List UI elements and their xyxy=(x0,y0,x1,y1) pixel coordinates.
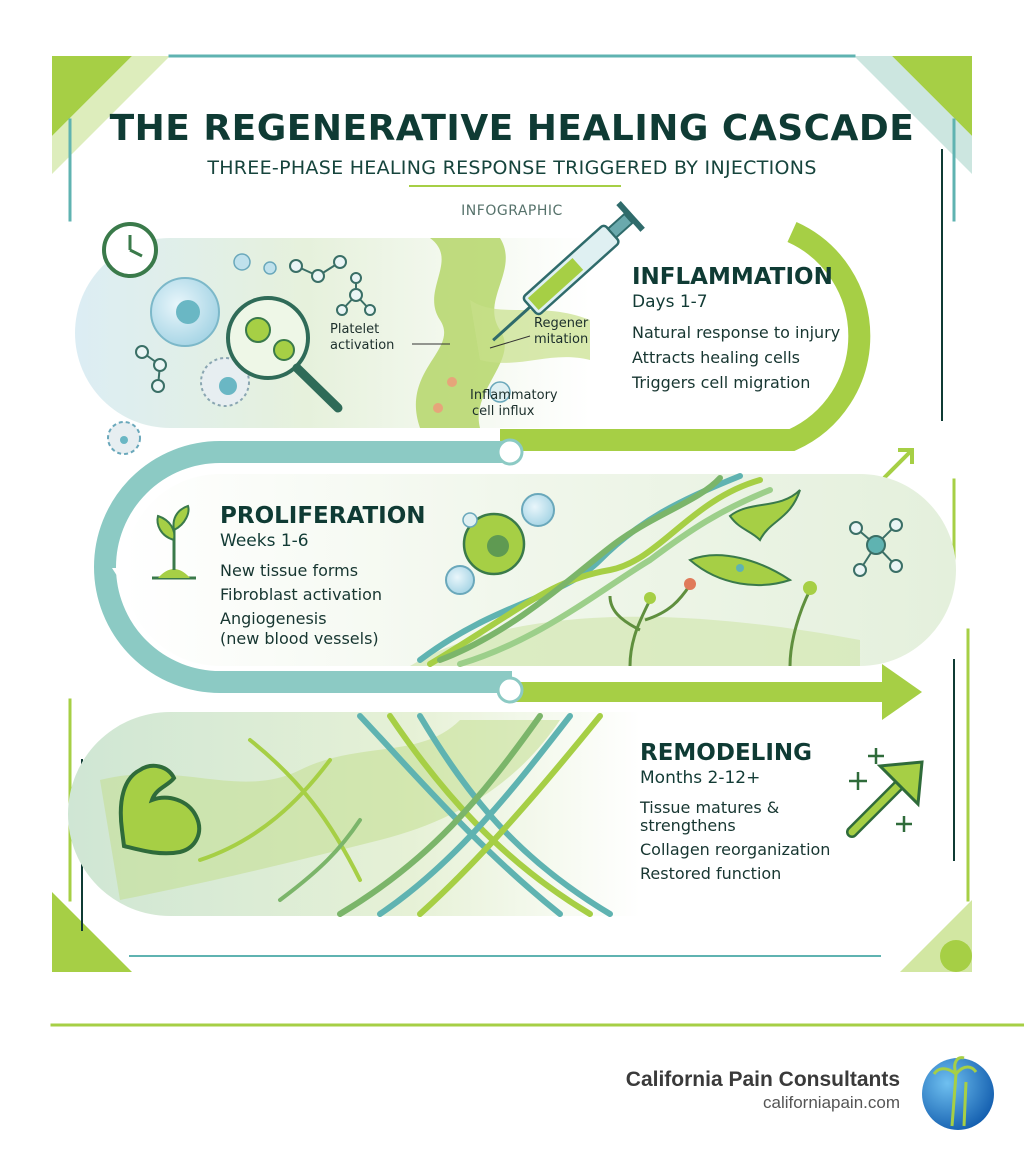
label-line: activation xyxy=(330,338,395,353)
clock-icon xyxy=(102,222,158,278)
list-item: New tissue forms xyxy=(220,561,359,580)
phase-title: REMODELING xyxy=(640,740,813,766)
phase-title: PROLIFERATION xyxy=(220,503,426,529)
list-item: Restored function xyxy=(640,864,782,883)
phase-details: Natural response to injury Attracts heal… xyxy=(632,320,840,395)
label-line: mitation xyxy=(534,332,589,347)
phase-timeframe: Weeks 1-6 xyxy=(220,531,309,551)
page-title: THE REGENERATIVE HEALING CASCADE xyxy=(109,108,915,149)
phase-timeframe: Days 1-7 xyxy=(632,292,708,312)
brand-url-link[interactable]: californiapain.com xyxy=(762,1093,900,1112)
phase-remodeling: REMODELING Months 2-12+ Tissue matures &… xyxy=(640,740,830,886)
frame-lines xyxy=(50,54,1024,1027)
phase-inflammation: INFLAMMATION Days 1-7 Natural response t… xyxy=(632,264,840,395)
frame-corners xyxy=(52,56,972,972)
list-item: strengthens xyxy=(640,816,736,835)
list-item: Collagen reorganization xyxy=(640,840,831,859)
phase-title: INFLAMMATION xyxy=(632,264,833,290)
list-item: Angiogenesis xyxy=(220,609,327,628)
label-line: Regener xyxy=(534,316,589,331)
list-item: Triggers cell migration xyxy=(632,373,811,392)
sparkle-icon xyxy=(849,748,912,832)
page-subtitle: THREE-PHASE HEALING RESPONSE TRIGGERED B… xyxy=(207,157,817,179)
list-item: (new blood vessels) xyxy=(220,629,379,648)
muscle-arm-icon xyxy=(118,763,202,856)
list-item: Attracts healing cells xyxy=(632,348,801,367)
phase-proliferation: PROLIFERATION Weeks 1-6 New tissue forms… xyxy=(220,503,426,651)
inflammation-panel xyxy=(75,201,645,455)
remodeling-panel xyxy=(68,712,924,917)
list-item: Tissue matures & xyxy=(640,798,780,817)
label-platelet-activation: Platelet activation xyxy=(330,322,394,354)
brand-logo-icon xyxy=(922,1056,994,1130)
label-line: cell influx xyxy=(472,404,535,419)
list-item: Fibroblast activation xyxy=(220,585,382,604)
phase-details: New tissue forms Fibroblast activation A… xyxy=(220,559,426,651)
list-item: Natural response to injury xyxy=(632,323,841,342)
syringe-icon xyxy=(492,201,645,342)
label-inflammatory-cell-influx: Inflammatory cell influx xyxy=(470,388,558,420)
phase-timeframe: Months 2-12+ xyxy=(640,768,761,788)
sprout-icon xyxy=(152,504,196,580)
proliferation-panel xyxy=(124,473,956,667)
phase-details: Tissue matures & strengthens Collagen re… xyxy=(640,796,830,886)
brand-name: California Pain Consultants xyxy=(625,1068,900,1091)
trend-arrow-icon xyxy=(846,760,924,838)
label-line: Platelet xyxy=(330,322,380,337)
infographic-tag: INFOGRAPHIC xyxy=(461,203,563,219)
label-line: Inflammatory xyxy=(470,388,558,403)
label-regen-mitation: Regener mitation xyxy=(534,316,588,348)
